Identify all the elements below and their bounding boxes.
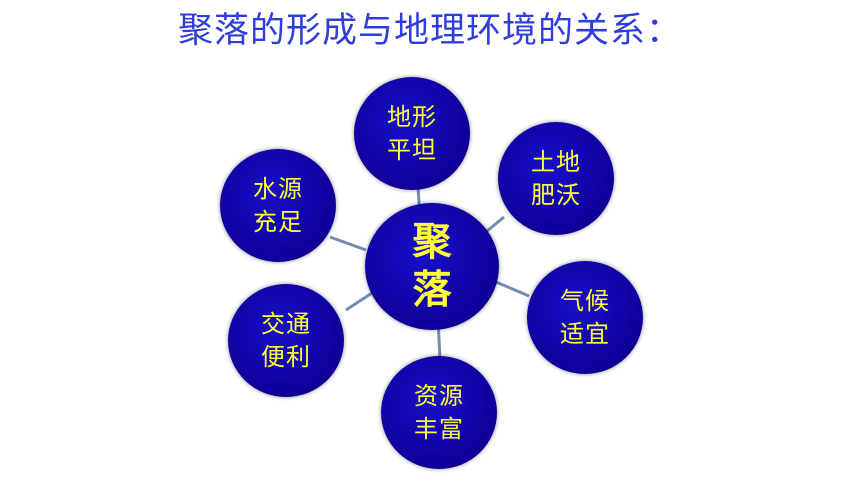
connector-water — [329, 235, 367, 252]
node-water-label-line2: 充足 — [253, 207, 303, 236]
node-terrain-label-line2: 平坦 — [387, 135, 437, 164]
node-climate-label-line1: 气候 — [560, 286, 610, 315]
center-node-label-line2: 落 — [412, 267, 452, 313]
page-title: 聚落的形成与地理环境的关系： — [177, 11, 682, 51]
node-terrain: 地形 平坦 — [354, 77, 470, 190]
node-climate: 气候 适宜 — [527, 261, 643, 374]
node-transport-label-line2: 便利 — [261, 342, 311, 371]
connector-transport — [345, 291, 373, 312]
center-node-label-line1: 聚 — [412, 219, 452, 265]
node-water: 水源 充足 — [220, 149, 336, 262]
node-soil-label-line2: 肥沃 — [531, 180, 581, 209]
node-resources: 资源 丰富 — [381, 356, 497, 469]
node-resources-label-line1: 资源 — [414, 381, 464, 410]
node-water-label-line1: 水源 — [253, 174, 303, 203]
node-resources-label-line2: 丰富 — [414, 414, 464, 443]
node-soil: 土地 肥沃 — [498, 122, 614, 235]
node-climate-label-line2: 适宜 — [560, 319, 610, 348]
node-transport: 交通 便利 — [228, 284, 344, 397]
center-node-settlement: 聚 落 — [365, 203, 499, 330]
node-transport-label-line1: 交通 — [261, 309, 311, 338]
node-terrain-label-line1: 地形 — [387, 102, 437, 131]
connector-climate — [495, 280, 530, 298]
node-soil-label-line1: 土地 — [531, 147, 581, 176]
